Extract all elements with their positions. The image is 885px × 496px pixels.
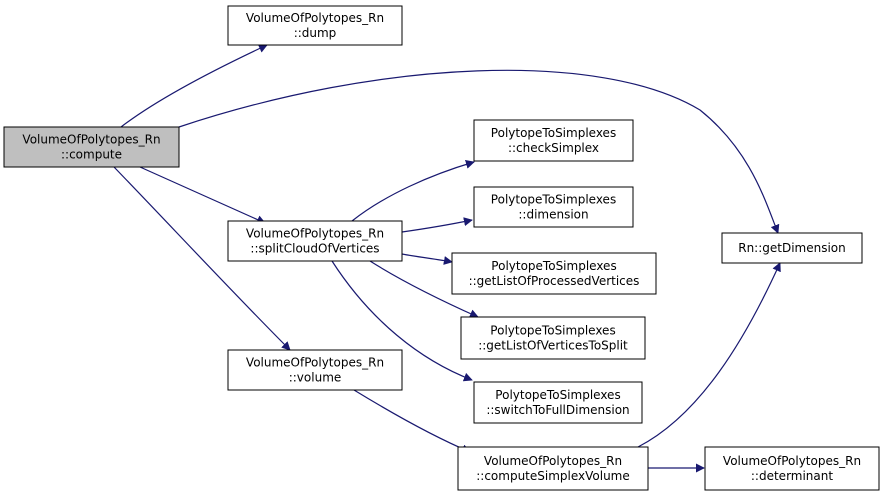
nodes-layer: VolumeOfPolytopes_Rn::computeVolumeOfPol… bbox=[3, 5, 880, 491]
edge-splitCloud-to-checkSimplex bbox=[351, 159, 475, 222]
node-label-line: PolytopeToSimplexes bbox=[490, 324, 615, 338]
node-label-line: VolumeOfPolytopes_Rn bbox=[246, 227, 384, 241]
node-label-line: VolumeOfPolytopes_Rn bbox=[246, 11, 384, 25]
node-box bbox=[227, 349, 403, 391]
node-label-line: PolytopeToSimplexes bbox=[491, 259, 616, 273]
node-label-line: ::volume bbox=[289, 371, 342, 385]
node-volume[interactable]: VolumeOfPolytopes_Rn::volume bbox=[227, 349, 403, 391]
node-label-line: PolytopeToSimplexes bbox=[491, 126, 616, 140]
node-label-line: ::determinant bbox=[751, 469, 833, 483]
node-box bbox=[227, 5, 403, 46]
node-box bbox=[473, 119, 634, 162]
node-box bbox=[227, 220, 403, 262]
edge-splitCloud-to-getToSplit bbox=[369, 260, 479, 318]
node-getProcessed[interactable]: PolytopeToSimplexes::getListOfProcessedV… bbox=[451, 252, 657, 295]
node-label-line: ::dimension bbox=[518, 208, 588, 222]
node-label-line: ::getListOfVerticesToSplit bbox=[478, 339, 628, 353]
node-box bbox=[460, 316, 646, 360]
node-determinant[interactable]: VolumeOfPolytopes_Rn::determinant bbox=[704, 446, 880, 491]
node-label-line: ::compute bbox=[61, 148, 122, 162]
node-box bbox=[704, 446, 880, 491]
node-getDimension[interactable]: Rn::getDimension bbox=[721, 232, 863, 264]
node-compute[interactable]: VolumeOfPolytopes_Rn::compute bbox=[3, 126, 180, 168]
node-label-line: ::computeSimplexVolume bbox=[476, 469, 630, 483]
node-box bbox=[721, 232, 863, 264]
node-switchFull[interactable]: PolytopeToSimplexes::switchToFullDimensi… bbox=[473, 381, 643, 424]
node-label-line: ::dump bbox=[294, 26, 337, 40]
node-dimension[interactable]: PolytopeToSimplexes::dimension bbox=[473, 186, 634, 228]
node-label-line: Rn::getDimension bbox=[738, 241, 846, 255]
edge-splitCloud-to-getProcessed bbox=[401, 253, 453, 265]
node-box bbox=[473, 186, 634, 228]
node-label-line: PolytopeToSimplexes bbox=[491, 193, 616, 207]
node-label-line: ::getListOfProcessedVertices bbox=[469, 274, 640, 288]
node-dump[interactable]: VolumeOfPolytopes_Rn::dump bbox=[227, 5, 403, 46]
node-label-line: VolumeOfPolytopes_Rn bbox=[22, 133, 160, 147]
edge-volume-to-computeSimplexVolume bbox=[353, 389, 471, 453]
edge-compute-to-getDimension bbox=[178, 69, 780, 234]
node-label-line: VolumeOfPolytopes_Rn bbox=[484, 454, 622, 468]
node-label-line: ::splitCloudOfVertices bbox=[250, 242, 379, 256]
node-label-line: VolumeOfPolytopes_Rn bbox=[723, 454, 861, 468]
node-label-line: PolytopeToSimplexes bbox=[495, 388, 620, 402]
edge-splitCloud-to-dimension bbox=[401, 217, 473, 233]
edge-compute-to-volume bbox=[113, 166, 291, 351]
node-box bbox=[451, 252, 657, 295]
edge-splitCloud-to-switchFull bbox=[331, 260, 473, 382]
edge-compute-to-dump bbox=[120, 44, 268, 128]
node-label-line: ::switchToFullDimension bbox=[486, 403, 629, 417]
node-checkSimplex[interactable]: PolytopeToSimplexes::checkSimplex bbox=[473, 119, 634, 162]
node-getToSplit[interactable]: PolytopeToSimplexes::getListOfVerticesTo… bbox=[460, 316, 646, 360]
edges-layer bbox=[113, 44, 781, 473]
node-box bbox=[457, 446, 649, 491]
node-computeSimplexVolume[interactable]: VolumeOfPolytopes_Rn::computeSimplexVolu… bbox=[457, 446, 649, 491]
node-splitCloud[interactable]: VolumeOfPolytopes_Rn::splitCloudOfVertic… bbox=[227, 220, 403, 262]
node-label-line: ::checkSimplex bbox=[508, 141, 599, 155]
edge-compute-to-splitCloud bbox=[139, 166, 266, 224]
edge-computeSimplexVolume-to-getDimension bbox=[637, 262, 781, 448]
node-label-line: VolumeOfPolytopes_Rn bbox=[246, 356, 384, 370]
node-box bbox=[473, 381, 643, 424]
node-box bbox=[3, 126, 180, 168]
